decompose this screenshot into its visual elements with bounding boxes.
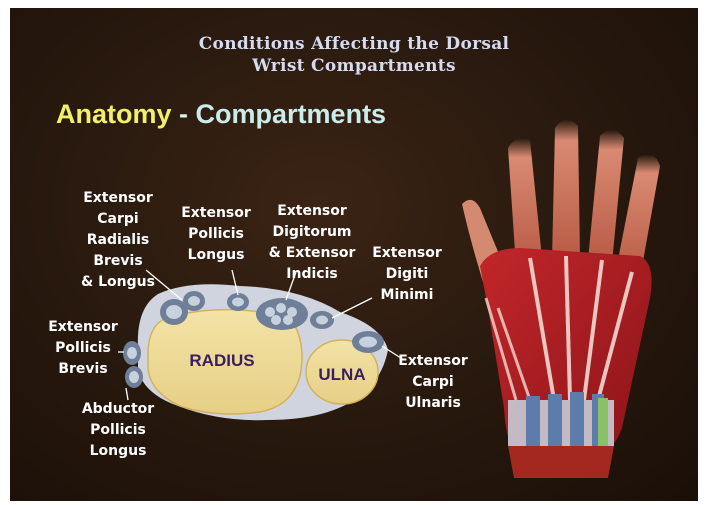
label-ecrb-ecrl: Extensor Carpi Radialis Brevis & Longus (66, 188, 170, 293)
section-heading: Anatomy - Compartments (56, 99, 386, 130)
label-ecu: Extensor Carpi Ulnaris (388, 351, 478, 414)
heading-anatomy: Anatomy (56, 99, 172, 129)
ulna-label: ULNA (318, 365, 365, 384)
label-epl: Extensor Pollicis Longus (166, 203, 266, 266)
slide-title-line-2: Wrist Compartments (10, 56, 698, 76)
label-apl: Abductor Pollicis Longus (72, 399, 164, 462)
heading-separator: - (179, 99, 188, 129)
label-edc-ei: Extensor Digitorum & Extensor Indicis (256, 201, 368, 285)
radius-label: RADIUS (189, 351, 254, 370)
slide-canvas: RADIUS ULNA Conditions Affecting the Dor… (10, 8, 698, 501)
heading-compartments: Compartments (196, 99, 387, 129)
compartment-5 (310, 311, 334, 329)
compartment-6 (352, 331, 384, 353)
slide-title-line-1: Conditions Affecting the Dorsal (10, 34, 698, 54)
compartment-4 (256, 298, 308, 330)
label-edm: Extensor Digiti Minimi (362, 243, 452, 306)
compartment-3 (227, 293, 249, 311)
label-epb: Extensor Pollicis Brevis (38, 317, 128, 380)
hand-illustration (462, 119, 660, 478)
